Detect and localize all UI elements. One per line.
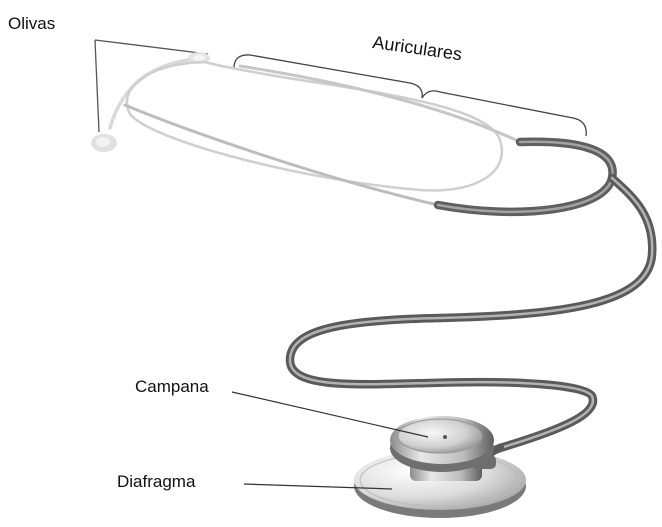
bell <box>390 416 494 472</box>
auriculares-brace <box>234 55 586 136</box>
diafragma-label: Diafragma <box>117 473 195 490</box>
campana-leader <box>232 392 428 437</box>
ear-tube-inner <box>125 105 438 205</box>
ear-tube-upper <box>110 60 188 128</box>
campana-label: Campana <box>135 378 209 395</box>
olivas-label: Olivas <box>8 15 55 32</box>
ear-tip-left <box>91 134 117 152</box>
